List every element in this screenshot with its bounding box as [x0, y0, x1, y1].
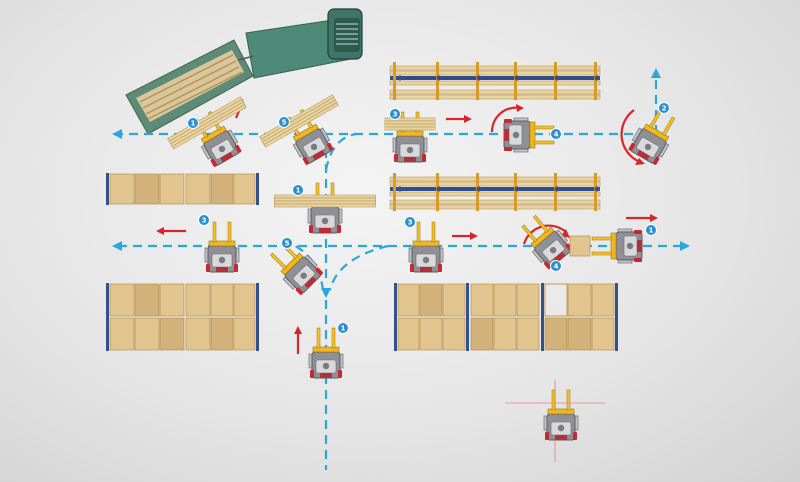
- step-badge-4: 4: [550, 260, 562, 272]
- svg-text:5: 5: [282, 119, 287, 127]
- pallet-rack-right: [394, 283, 618, 351]
- step-badge-1: 1: [187, 117, 199, 129]
- svg-text:5: 5: [285, 240, 290, 248]
- svg-text:4: 4: [554, 263, 559, 271]
- step-badges: 1 5 3 4 2 1 3 5: [187, 102, 670, 334]
- timber-rack-top: [389, 62, 601, 100]
- forklift-icon: [569, 228, 643, 264]
- step-badge-5: 5: [281, 237, 293, 249]
- truck-icon: [125, 8, 363, 135]
- step-badge-5: 5: [278, 116, 290, 128]
- svg-text:3: 3: [202, 217, 207, 225]
- forklift-icon: [626, 105, 683, 167]
- pallet-rack-left-top: [106, 173, 259, 205]
- forklift-icon: [204, 221, 240, 273]
- step-badge-3: 3: [389, 108, 401, 120]
- svg-text:1: 1: [341, 325, 346, 333]
- step-badge-1: 1: [292, 184, 304, 196]
- forklift-icon: [384, 111, 436, 163]
- step-badge-3: 3: [404, 216, 416, 228]
- svg-text:3: 3: [408, 219, 413, 227]
- forklift-icon: [259, 94, 339, 167]
- svg-text:1: 1: [296, 187, 301, 195]
- forklift-icon: [503, 117, 555, 153]
- pallet-rack-left-bottom: [106, 283, 259, 351]
- svg-text:2: 2: [662, 105, 667, 113]
- forklift-icon: [408, 221, 444, 273]
- svg-text:1: 1: [191, 120, 196, 128]
- step-badge-3: 3: [198, 214, 210, 226]
- svg-text:1: 1: [649, 227, 654, 235]
- step-badge-2: 2: [658, 102, 670, 114]
- timber-rack-middle: [389, 173, 601, 211]
- forklift-icon: [274, 182, 376, 234]
- step-badge-1: 1: [645, 224, 657, 236]
- svg-text:4: 4: [554, 131, 559, 139]
- svg-text:3: 3: [393, 111, 398, 119]
- forklift-icon: [543, 389, 579, 441]
- step-badge-4: 4: [550, 128, 562, 140]
- step-badge-1: 1: [337, 322, 349, 334]
